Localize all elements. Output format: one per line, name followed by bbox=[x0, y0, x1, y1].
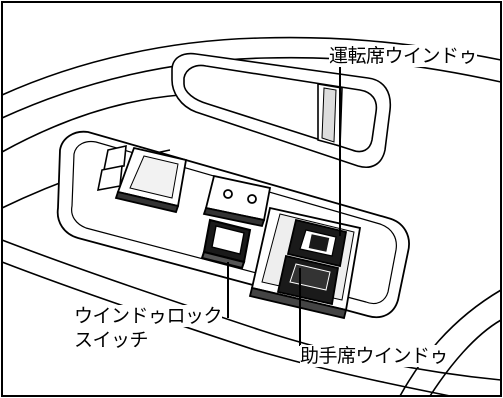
label-driver-window: 運転席ウインドゥ bbox=[329, 45, 478, 67]
center-switch bbox=[202, 174, 272, 228]
window-lock-switch bbox=[200, 218, 252, 270]
mirror-control bbox=[114, 146, 188, 214]
mirror-select-buttons bbox=[96, 144, 127, 191]
leader-lines bbox=[227, 66, 341, 346]
label-window-lock-line1: ウインドゥロック bbox=[74, 305, 223, 327]
driver-window-switch bbox=[286, 218, 348, 268]
label-window-lock-line2: スイッチ bbox=[74, 329, 149, 351]
label-passenger-window: 助手席ウインドゥ bbox=[300, 345, 449, 367]
door-handle bbox=[171, 52, 392, 168]
